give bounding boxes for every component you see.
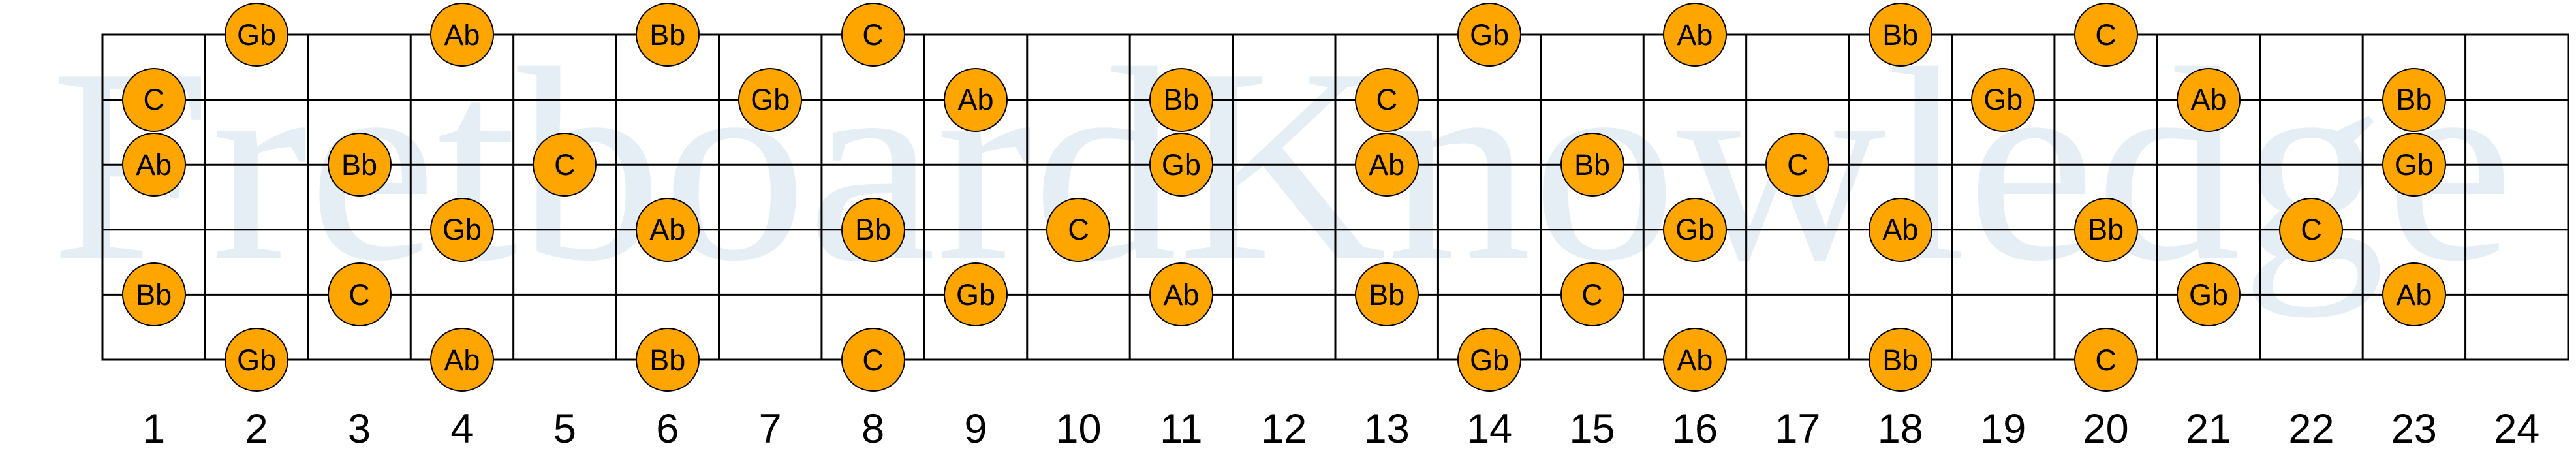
note-marker: Bb: [1149, 67, 1213, 132]
note-marker: Ab: [429, 328, 494, 392]
note-marker: Gb: [225, 328, 289, 392]
note-marker: C: [841, 328, 905, 392]
fret-number-label: 16: [1671, 406, 1718, 452]
fret-number-label: 12: [1261, 406, 1307, 452]
note-marker: C: [1765, 133, 1830, 197]
note-marker: Bb: [327, 133, 392, 197]
note-marker: C: [2073, 3, 2138, 67]
fret-number-label: 24: [2494, 406, 2540, 452]
fret-number-label: 15: [1569, 406, 1615, 452]
fret-number-label: 18: [1877, 406, 1923, 452]
note-marker: Gb: [2177, 262, 2241, 327]
note-marker: C: [1046, 197, 1111, 262]
note-marker: C: [121, 67, 186, 132]
note-marker: Gb: [738, 67, 803, 132]
note-marker: Bb: [121, 262, 186, 327]
note-marker: C: [2073, 328, 2138, 392]
fret-number-label: 8: [861, 406, 885, 452]
note-marker: Bb: [2382, 67, 2446, 132]
fret-number-label: 11: [1160, 406, 1203, 452]
fret-number-label: 19: [1980, 406, 2026, 452]
note-marker: Gb: [1971, 67, 2036, 132]
fret-number-label: 7: [758, 406, 782, 452]
fret-number-label: 10: [1055, 406, 1102, 452]
note-marker: Gb: [1457, 3, 1522, 67]
note-marker: Ab: [1662, 3, 1727, 67]
note-marker: Gb: [429, 197, 494, 262]
note-marker: C: [1354, 67, 1419, 132]
note-marker: Ab: [635, 197, 700, 262]
fret-number-label: 22: [2288, 406, 2335, 452]
note-marker: C: [841, 3, 905, 67]
fret-number-label: 23: [2391, 406, 2437, 452]
note-marker: Ab: [1149, 262, 1213, 327]
note-marker: Ab: [2382, 262, 2446, 327]
note-marker: Ab: [1662, 328, 1727, 392]
note-marker: Gb: [1149, 133, 1213, 197]
note-marker: C: [533, 133, 597, 197]
note-marker: Gb: [225, 3, 289, 67]
fret-number-label: 2: [245, 406, 268, 452]
note-marker: Ab: [1868, 197, 1932, 262]
note-marker: Bb: [2073, 197, 2138, 262]
note-marker: Ab: [429, 3, 494, 67]
fret-number-label: 1: [142, 406, 166, 452]
note-marker: Bb: [1354, 262, 1419, 327]
note-marker: Bb: [635, 3, 700, 67]
note-marker: Gb: [2382, 133, 2446, 197]
fret-number-label: 9: [964, 406, 987, 452]
fret-number-label: 4: [450, 406, 474, 452]
fret-number-label: 21: [2185, 406, 2232, 452]
note-marker: Ab: [944, 67, 1008, 132]
fret-number-label: 13: [1363, 406, 1410, 452]
note-marker: Gb: [1662, 197, 1727, 262]
note-marker: Bb: [1868, 3, 1932, 67]
note-marker: C: [2279, 197, 2344, 262]
note-marker: Ab: [2177, 67, 2241, 132]
fret-number-label: 3: [348, 406, 371, 452]
note-marker: C: [1560, 262, 1624, 327]
note-marker: C: [327, 262, 392, 327]
note-marker: Bb: [841, 197, 905, 262]
note-marker: Ab: [121, 133, 186, 197]
fret-number-label: 17: [1775, 406, 1821, 452]
note-marker: Bb: [1868, 328, 1932, 392]
fret-number-label: 5: [553, 406, 576, 452]
fret-number-label: 6: [656, 406, 679, 452]
note-marker: Bb: [635, 328, 700, 392]
note-marker: Ab: [1354, 133, 1419, 197]
note-marker: Gb: [944, 262, 1008, 327]
fret-number-label: 14: [1466, 406, 1513, 452]
fret-number-label: 20: [2083, 406, 2129, 452]
note-marker: Gb: [1457, 328, 1522, 392]
note-marker: Bb: [1560, 133, 1624, 197]
